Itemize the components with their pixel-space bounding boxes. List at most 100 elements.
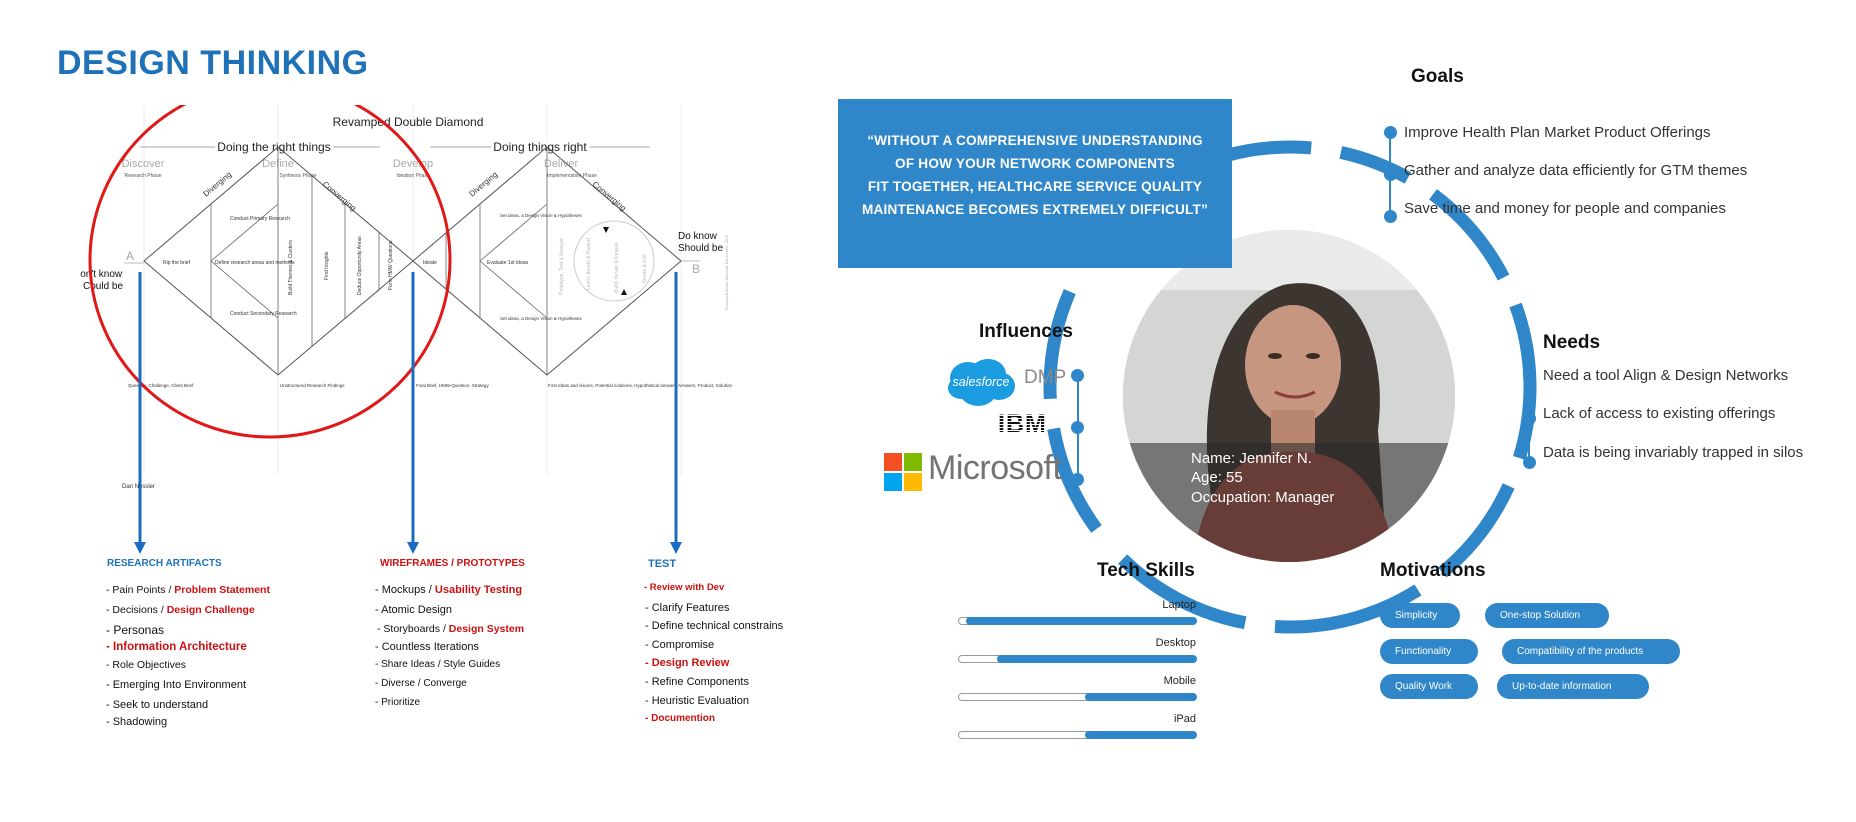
persona-photo [1123, 230, 1455, 562]
d1-item: Define research areas and methods [215, 260, 295, 266]
column-item: - Shadowing [106, 716, 168, 728]
persona-age: Age: 55 [1191, 469, 1243, 486]
salesforce-logo: salesforce [943, 356, 1019, 408]
tech-skill-track [958, 692, 1197, 701]
phase-discover-sub: Research Phase [125, 173, 162, 179]
microsoft-logo-text: Microsoft [928, 449, 1062, 487]
tech-skill-fill [996, 654, 1197, 663]
need-bullet [1523, 412, 1536, 425]
bottom-label: Unstructured Research Findings [280, 383, 345, 388]
goal-item: Save time and money for people and compa… [1404, 200, 1726, 217]
end-label-line2: Should be [678, 243, 723, 254]
quote-box: “WITHOUT A COMPREHENSIVE UNDERSTANDING O… [838, 99, 1232, 268]
column-item: - Design Review [645, 657, 730, 669]
point-b: B [692, 262, 700, 276]
tech-skill-label: iPad [1173, 713, 1196, 725]
column-item: - Compromise [645, 639, 715, 651]
dmp-logo: DMP [1024, 367, 1067, 388]
column-item: - Define technical constrains [645, 620, 784, 632]
column-item: - Role Objectives [106, 659, 186, 671]
d1-item: Find Insights [324, 251, 330, 280]
column-item: - Pain Points / Problem Statement [106, 584, 270, 596]
column-item: - Prioritize [375, 697, 421, 708]
tech-skill-track [958, 654, 1197, 663]
d1-item: Conduct Secondary Research [230, 311, 297, 317]
d1-item: Build Themes & Clusters [288, 240, 294, 295]
column-heading: WIREFRAMES / PROTOTYPES [380, 558, 525, 569]
double-diamond-diagram: Revamped Double Diamond Doing the right … [80, 105, 733, 490]
d2-item: Prototype, Test & Analyze [559, 238, 565, 295]
need-item: Need a tool Align & Design Networks [1543, 367, 1789, 384]
tech-skill-label: Desktop [1155, 637, 1196, 649]
tech-skill-track [958, 730, 1197, 739]
influence-bullet [1071, 369, 1084, 382]
tech-skill-track [958, 616, 1197, 625]
phase-develop-sub: Ideation Phase [396, 173, 430, 179]
need-bullet [1523, 369, 1536, 382]
d2-item: Build, Iterate & Repeat [614, 242, 620, 293]
tech-skill-fill [1084, 730, 1197, 739]
arrow-head-research [134, 542, 146, 554]
diverging-label-1: Diverging [202, 170, 234, 199]
d1-item: Deduce Opportunity Areas [357, 236, 363, 295]
column-item: - Storyboards / Design System [377, 623, 525, 635]
motivation-pill: One-stop Solution [1485, 603, 1609, 628]
bottom-label: Answers, Product, Solution [678, 383, 733, 388]
highlight-circle [88, 105, 452, 439]
goal-item: Gather and analyze data efficiently for … [1404, 162, 1748, 179]
need-item: Data is being invariably trapped in silo… [1543, 444, 1804, 461]
d2-item: Learn, Iterate & Repeat [586, 237, 592, 290]
converging-label-1: Converging [321, 180, 358, 213]
motivation-pill: Quality Work [1380, 674, 1478, 699]
d2-item: Iterate & Exit [642, 254, 648, 283]
tech-skill-label: Mobile [1163, 675, 1196, 687]
column-item: - Clarify Features [645, 602, 730, 614]
motivation-pill: Functionality [1380, 639, 1478, 664]
arrow-marker-top [603, 227, 609, 233]
tech-skill-label: Laptop [1162, 599, 1196, 611]
column-item: - Atomic Design [375, 604, 453, 616]
need-item: Lack of access to existing offerings [1543, 405, 1776, 422]
column-item: - Heuristic Evaluation [645, 695, 749, 707]
d2-item: Set ideas, a Design Vision & Hypotheses [500, 316, 582, 321]
tech-skill-fill [965, 616, 1197, 625]
tech-skill-fill [1084, 692, 1197, 701]
salesforce-logo-text: salesforce [953, 375, 1010, 389]
column-item: - Information Architecture [106, 641, 247, 653]
goal-item: Improve Health Plan Market Product Offer… [1404, 124, 1711, 141]
iteration-circle [573, 220, 655, 302]
motivation-pill: Simplicity [1380, 603, 1460, 628]
diverging-label-2: Diverging [468, 170, 500, 199]
right-header: Doing things right [493, 140, 587, 154]
influence-bullet [1071, 473, 1084, 486]
ibm-logo-text: IBM [998, 410, 1047, 436]
bottom-label: Question, Challenge, Client Brief [128, 383, 194, 388]
phase-develop: Develop [393, 158, 433, 170]
goal-bullet [1384, 168, 1397, 181]
goal-bullet [1384, 126, 1397, 139]
motivations-title: Motivations [1380, 560, 1486, 581]
bottom-label: Final Brief, HMW-Question, Strategy [416, 383, 489, 388]
influences-title: Influences [979, 321, 1073, 342]
column-item: - Countless Iterations [375, 641, 479, 653]
arrow-head-test [670, 542, 682, 554]
persona-occupation: Occupation: Manager [1191, 489, 1335, 506]
column-item: - Personas [106, 623, 165, 637]
d1-item: Form HMW Questions [388, 240, 394, 290]
column-item: - Decisions / Design Challenge [106, 604, 255, 616]
column-item: - Diverse / Converge [375, 678, 467, 689]
tech-skills-title: Tech Skills [1097, 560, 1195, 581]
goal-bullet [1384, 210, 1397, 223]
persona-ring [1043, 140, 1537, 634]
d2-item: Set ideas, a Design Vision & Hypotheses [500, 213, 582, 218]
start-label-line2: Could be [83, 281, 123, 292]
info-overlay [1123, 443, 1455, 562]
phase-discover: Discover [122, 158, 165, 170]
left-header: Doing the right things [217, 140, 330, 154]
column-item: - Documention [645, 713, 715, 724]
page-title: DESIGN THINKING [57, 44, 369, 82]
d2-item: Evaluate 1st Ideas [487, 260, 529, 266]
arrow-head-wireframes [407, 542, 419, 554]
d1-item: Rip the brief [163, 260, 191, 266]
